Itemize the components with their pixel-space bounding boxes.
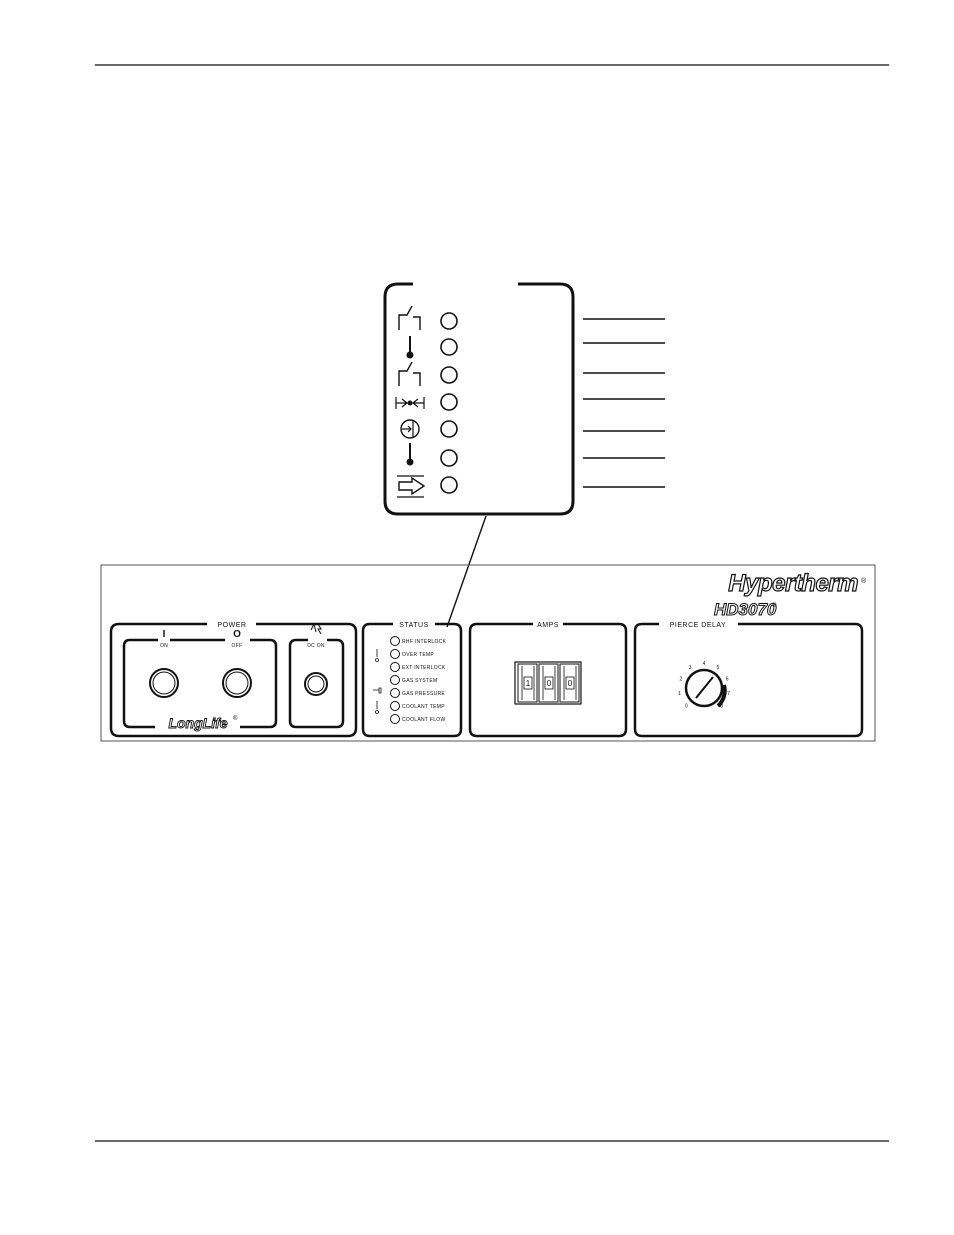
callout-row <box>406 443 665 467</box>
callout-status-led <box>440 393 458 411</box>
amps-thumbwheel-digit[interactable]: 0 <box>559 663 580 703</box>
callout-row <box>397 475 665 498</box>
status-indicator-row: GAS PRESSURE <box>390 688 445 698</box>
amps-digit-label: 0 <box>547 679 552 688</box>
dc-on-label: DC ON <box>307 643 325 649</box>
dc-on-indicator <box>304 672 328 696</box>
gas-pressure-gauge-icon <box>400 419 420 439</box>
status-led <box>390 636 400 646</box>
callout-row <box>395 393 665 411</box>
power-outer-frame <box>109 622 358 738</box>
callout-row <box>400 419 665 439</box>
on-label: ON <box>160 643 168 649</box>
longlife-logo: LongLife <box>168 715 227 731</box>
pierce-delay-section: PIERCE DELAY 0 1 23 4 56 7 8 <box>633 622 864 738</box>
amps-thumbwheel-digit[interactable]: 0 <box>538 663 559 703</box>
callout-frame <box>383 282 575 516</box>
callout-status-led <box>440 420 458 438</box>
status-indicator-label: RHF INTERLOCK <box>402 639 447 645</box>
longlife-registered-mark: ® <box>233 715 238 722</box>
pierce-delay-scale-label: 7 <box>727 691 730 697</box>
status-indicator-label: COOLANT FLOW <box>402 717 446 723</box>
callout-row <box>398 361 665 386</box>
amps-thumbwheel-digit[interactable]: 1 <box>517 663 538 703</box>
status-indicator-row: EXT INTERLOCK <box>390 662 446 672</box>
amps-digit-label: 0 <box>568 679 573 688</box>
torch-arc-icon <box>310 622 322 635</box>
off-label: OFF <box>232 643 243 649</box>
status-indicator-label: GAS PRESSURE <box>402 691 445 697</box>
power-on-button[interactable] <box>149 668 179 698</box>
front-panel: Hypertherm ® HD3070 ® POWER I ON O OFF L… <box>100 564 876 742</box>
brand-logo: Hypertherm <box>728 570 858 597</box>
pierce-delay-scale-label: 2 <box>680 676 683 682</box>
status-led <box>390 701 400 711</box>
status-callout <box>383 282 665 628</box>
status-section: STATUS RHF INTERLOCK OVER TEMP EXT INTERLO… <box>361 622 463 738</box>
amps-title: AMPS <box>537 622 559 629</box>
callout-status-led <box>440 338 458 356</box>
status-indicator-label: OVER TEMP <box>402 652 434 658</box>
status-led <box>390 675 400 685</box>
status-title: STATUS <box>399 622 429 629</box>
over-temp-thermometer-icon <box>406 336 414 359</box>
pierce-delay-title: PIERCE DELAY <box>670 622 726 629</box>
status-side-icons <box>373 649 382 714</box>
status-led <box>390 714 400 724</box>
pierce-delay-scale-label: 8 <box>720 704 723 710</box>
pierce-delay-scale-label: 3 <box>689 665 692 671</box>
power-section: POWER I ON O OFF LongLife ® DC ON <box>109 622 358 738</box>
callout-row <box>398 305 665 330</box>
coolant-temp-thermometer-icon <box>406 443 414 466</box>
status-indicator-label: COOLANT TEMP <box>402 704 445 710</box>
power-off-button[interactable] <box>222 668 252 698</box>
status-indicator-row: RHF INTERLOCK <box>390 636 447 646</box>
pierce-delay-scale-label: 1 <box>678 691 681 697</box>
pierce-delay-scale-arc <box>716 684 727 708</box>
amps-digit-label: 1 <box>526 679 531 688</box>
callout-row <box>406 336 665 359</box>
status-led <box>390 688 400 698</box>
pierce-delay-scale-label: 5 <box>717 665 720 671</box>
pierce-delay-scale-label: 4 <box>703 661 706 667</box>
power-title: POWER <box>218 622 247 629</box>
amps-section: AMPS 1 0 0 <box>468 622 628 738</box>
power-inner-frame <box>122 638 278 729</box>
ext-interlock-switch-icon <box>398 361 421 386</box>
callout-status-led <box>440 366 458 384</box>
callout-status-led <box>440 449 458 467</box>
status-indicator-row: GAS SYSTEM <box>390 675 438 685</box>
status-led <box>390 662 400 672</box>
status-indicator-row: COOLANT TEMP <box>390 701 445 711</box>
pierce-delay-knob[interactable] <box>684 668 724 708</box>
pierce-delay-scale-label: 0 <box>685 704 688 710</box>
status-indicator-row: OVER TEMP <box>390 649 434 659</box>
callout-leader-line <box>446 515 487 628</box>
rhf-interlock-switch-icon <box>398 305 421 330</box>
amps-frame <box>468 622 628 738</box>
status-indicator-label: EXT INTERLOCK <box>402 665 446 671</box>
callout-status-led <box>440 312 458 330</box>
on-symbol: I <box>163 629 166 640</box>
status-indicator-row: COOLANT FLOW <box>390 714 446 724</box>
front-panel-outline <box>100 564 876 742</box>
model-label: HD3070 <box>714 600 777 619</box>
pierce-delay-scale-label: 6 <box>726 676 729 682</box>
callout-status-led <box>440 476 458 494</box>
model-registered-mark: ® <box>772 602 777 609</box>
brand-registered-mark: ® <box>861 577 867 585</box>
dc-on-frame <box>288 638 345 729</box>
status-indicator-label: GAS SYSTEM <box>402 678 438 684</box>
gas-system-icon <box>395 397 425 409</box>
off-symbol: O <box>233 629 241 640</box>
status-led <box>390 649 400 659</box>
status-frame <box>361 622 463 738</box>
pierce-delay-frame <box>633 622 864 738</box>
coolant-flow-arrow-icon <box>397 475 426 498</box>
